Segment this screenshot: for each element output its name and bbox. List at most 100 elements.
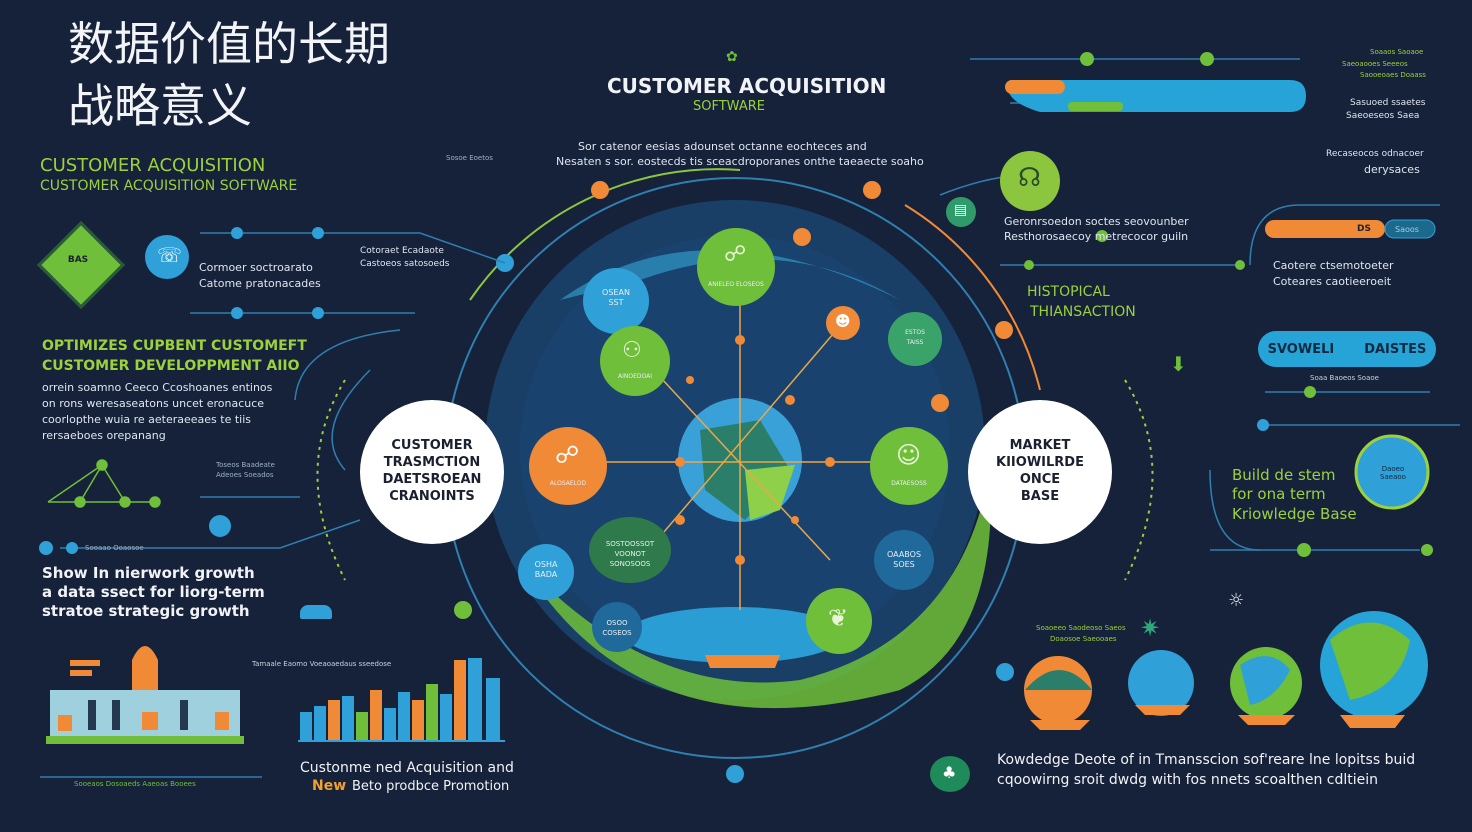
- center-subtitle: SOFTWARE: [693, 99, 765, 114]
- bubble-osoo-line2: COSEOS: [602, 629, 632, 637]
- handshake-icon-right: ☊: [1018, 163, 1042, 193]
- bubble-dark-green-line1: SOSTOOSSOT: [605, 540, 655, 548]
- node-right-line3: ONCE: [1019, 472, 1061, 487]
- page-title-line2: 战略意义: [68, 79, 252, 133]
- bubble-dark-green-line2: VOONOT: [614, 550, 646, 558]
- right-historical: HISTOPICAL: [1027, 284, 1110, 300]
- outer-arc-orange: [904, 204, 1041, 391]
- svowell-label: SVOWELI: [1267, 341, 1335, 357]
- document-icon: ▤: [954, 202, 968, 218]
- bubble-chart[interactable]: ⚇ AINOEDOAI: [600, 326, 670, 396]
- bubble-oaabos-line1: OAABOS: [886, 550, 922, 559]
- left-growth-line3: stratoe strategic growth: [42, 602, 250, 620]
- left-footer-new: New: [312, 778, 347, 794]
- left-footer-tiny: Sooeaos Dosoaeds Aaeoas Booees: [74, 780, 196, 788]
- left-line-dots: [39, 227, 324, 555]
- ring-dots-green: [454, 230, 1108, 619]
- left-bars-caption: Tamaale Eaomo Voeaoaedaus sseedose: [252, 660, 392, 668]
- node-left-line4: CRANOINTS: [389, 489, 475, 504]
- left-chart-label2: Adeoes Soeados: [216, 471, 274, 479]
- node-right-line4: BASE: [1020, 489, 1060, 504]
- right-footer-line2: cqoowirng sroit dwdg with fos nnets scoa…: [997, 772, 1379, 788]
- bubble-bottom-green[interactable]: ❦: [806, 588, 872, 654]
- bubble-osoo-line1: OSOO: [606, 619, 628, 627]
- people-icon: ☍: [555, 441, 580, 469]
- footer-chat-bubble[interactable]: ♣: [930, 756, 970, 792]
- svowell-caption: Soaa Baoeos Soaoe: [1310, 374, 1379, 382]
- right-top-line1: Soaaos Saoaoe: [1370, 48, 1424, 56]
- build-line1: Build de stem: [1232, 466, 1336, 484]
- node-left-line1: CUSTOMER: [391, 438, 473, 453]
- node-market-knowledge[interactable]: MARKET KIIOWILRDE ONCE BASE: [968, 400, 1112, 544]
- dastes-label: DAISTES: [1364, 341, 1427, 357]
- right-icon-circle[interactable]: ☊: [1000, 151, 1060, 211]
- bubble-dark-green[interactable]: SOSTOOSSOT VOONOT SONOSOOS: [589, 517, 671, 583]
- bubble-estos-line1: ESTOS: [905, 329, 925, 336]
- left-row1-line1: Cormoer soctroarato: [199, 261, 313, 274]
- right-gen-line1: Geronrsoedon soctes seovounber: [1004, 215, 1189, 228]
- bubble-dark-green-line3: SONOSOOS: [609, 560, 651, 568]
- bubble-osha-line2: BADA: [534, 570, 558, 579]
- bubble-estos-line2: TAISS: [906, 339, 924, 346]
- leaf-chat-icon: ♣: [942, 763, 957, 782]
- inner-globe-land2: [745, 465, 795, 520]
- right-cust-line1: Caotere ctsemotoeter: [1273, 259, 1394, 272]
- bubble-top-label: ANIELEO ELOSEOS: [708, 281, 764, 288]
- node-right-line1: MARKET: [1009, 438, 1071, 453]
- left-tiny-top: Sosoe Eoetos: [446, 154, 493, 162]
- right-row-a-line1: Sasuoed ssaetes: [1350, 98, 1426, 108]
- node-customer-transaction[interactable]: CUSTOMER TRASMCTION DAETSROEAN CRANOINTS: [360, 400, 504, 544]
- platform-base: [705, 655, 780, 668]
- right-cust-line2: Coteares caotieeroeit: [1273, 275, 1392, 288]
- right-lines: [939, 58, 1460, 551]
- user-group-icon: ☺: [896, 441, 922, 469]
- bubble-osoo[interactable]: OSOO COSEOS: [592, 602, 642, 652]
- right-doc-bubble[interactable]: ▤: [946, 197, 976, 227]
- right-row-b-line2: derysaces: [1364, 163, 1420, 176]
- dashed-arc-left: [316, 379, 346, 581]
- bubble-right-green[interactable]: ☺ DATAESOSS: [870, 427, 948, 505]
- leaf-icon: ✿: [726, 49, 738, 65]
- bars-chart: [298, 658, 505, 742]
- center-desc-line2: Nesaten s sor. eostecds tis sceacdropora…: [556, 155, 924, 168]
- mini-network: [47, 459, 161, 508]
- right-line-dots-blue: [1257, 419, 1269, 431]
- ring-dots-blue: [496, 254, 1014, 783]
- left-section-h1: OPTIMIZES CUPBENT CUSTOMEFT: [42, 338, 307, 354]
- center-desc-line1: Sor catenor eesias adounset octanne eoch…: [578, 140, 867, 153]
- bubble-oaabos-line2: SOES: [893, 560, 915, 569]
- right-transaction: THIANSACTION: [1030, 304, 1136, 320]
- chat-circle[interactable]: ☏: [145, 235, 189, 279]
- globes-row: [1024, 434, 1430, 730]
- left-heading2: CUSTOMER ACQUISITION SOFTWARE: [40, 178, 298, 194]
- bubble-left-orange[interactable]: ☍ ALOSAELOD: [529, 427, 607, 505]
- right-row-a-line2: Saeoeseos Saea: [1346, 111, 1420, 121]
- right-gen-line2: Resthorosaecoy metrecocor guiln: [1004, 230, 1189, 243]
- handshake-icon: ☍: [724, 242, 747, 267]
- chat-icon: ☏: [157, 243, 183, 267]
- svowell-pill[interactable]: SVOWELI DAISTES: [1258, 331, 1436, 367]
- gear-icon: ✷: [1140, 614, 1161, 642]
- top-right-bar-orange: [1005, 80, 1065, 94]
- bubble-osha-line1: OSHA: [534, 560, 558, 569]
- left-growth-line2: a data ssect for liorg-term: [42, 583, 265, 601]
- left-section-body4: rersaeboes orepanang: [42, 429, 166, 442]
- person-icon: ☻: [835, 312, 851, 330]
- bubble-right-green-label: DATAESOSS: [891, 480, 927, 487]
- left-row1-line2: Catome pratonacades: [199, 277, 321, 290]
- arrow-down-icon: ⬇: [1170, 352, 1187, 376]
- center-title: CUSTOMER ACQUISITION: [607, 74, 887, 98]
- bubble-top[interactable]: ☍ ANIELEO ELOSEOS: [697, 228, 775, 306]
- bubble-estos[interactable]: ESTOS TAISS: [888, 312, 942, 366]
- node-left-line3: DAETSROEAN: [382, 472, 482, 487]
- badge-text: BAS: [67, 255, 89, 265]
- bubble-osean-line1: OSEAN: [602, 288, 630, 297]
- spoke-dots: [591, 181, 1013, 565]
- node-left-line2: TRASMCTION: [383, 455, 481, 470]
- page-title-line1: 数据价值的长期: [68, 17, 390, 71]
- right-footer-line1: Kowdedge Deote of in Tmansscion sof'rear…: [997, 752, 1416, 768]
- bubble-small-orange[interactable]: ☻: [826, 306, 860, 340]
